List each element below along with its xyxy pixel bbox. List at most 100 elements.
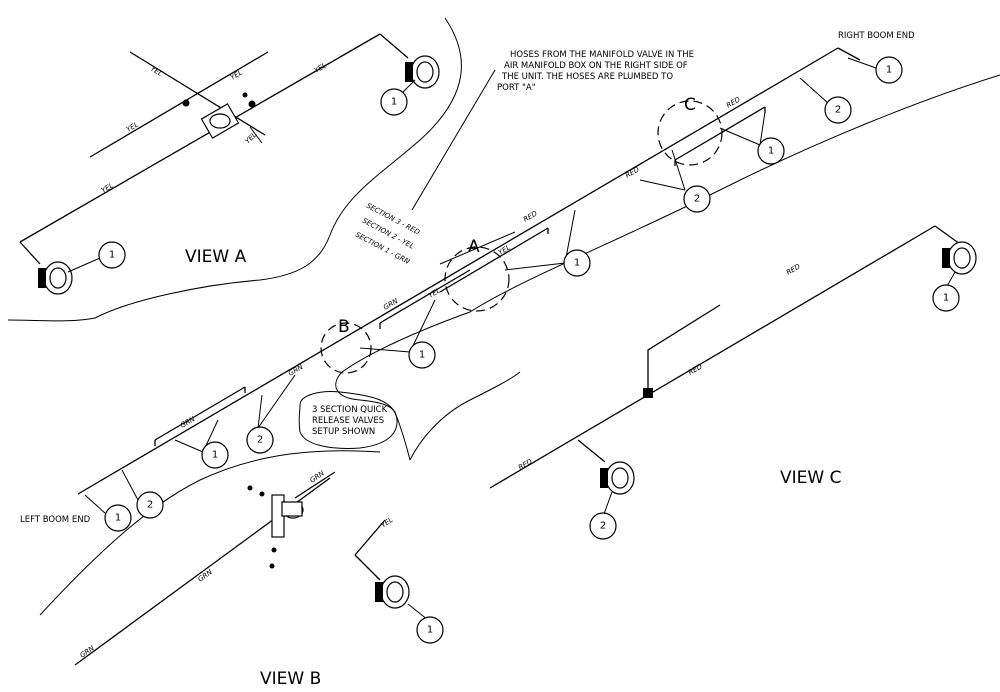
tee-fitting-icon	[643, 388, 653, 398]
section-bracket	[154, 386, 246, 441]
leader-line	[84, 494, 107, 515]
red-hose-branch	[647, 304, 721, 393]
leader-line	[847, 57, 877, 69]
hose-label: RED	[624, 165, 641, 180]
balloon-number: 1	[768, 146, 774, 157]
balloon-number: 1	[115, 513, 121, 524]
hose-label: GRN	[79, 644, 97, 660]
hoses-note-line: AIR MANIFOLD BOX ON THE RIGHT SIDE OF	[504, 61, 688, 71]
item-balloon	[563, 249, 591, 277]
detail-letter-c: C	[684, 95, 696, 115]
view-a-label: VIEW A	[185, 247, 247, 267]
detail-circle-a	[444, 246, 510, 312]
leader-line	[67, 257, 101, 273]
balloon-number: 1	[943, 293, 949, 304]
quick-release-note-line: RELEASE VALVES	[312, 416, 384, 426]
item-balloon	[408, 341, 436, 369]
brake-chamber-icon	[375, 575, 410, 609]
quick-release-valve-icon	[247, 485, 304, 569]
section-leader	[439, 231, 516, 265]
item-balloon	[875, 56, 903, 84]
leader-line	[639, 149, 686, 191]
item-balloon	[824, 96, 852, 124]
note-leader	[411, 69, 496, 211]
hose-label: YEL	[149, 65, 164, 78]
brake-chamber-icon	[38, 261, 73, 295]
balloon-number: 2	[694, 194, 700, 205]
view-b-label: VIEW B	[260, 669, 321, 689]
section-bracket	[674, 106, 766, 161]
balloon-number: 1	[212, 450, 218, 461]
yel-hose-end-right	[379, 33, 409, 59]
yel-hose-upper	[89, 51, 269, 158]
item-balloon	[104, 504, 132, 532]
brake-chamber-icon	[600, 461, 635, 495]
leader-line	[799, 77, 829, 104]
yel-hose-b	[354, 519, 386, 556]
left-boom-end-label: LEFT BOOM END	[20, 515, 91, 525]
item-balloon	[589, 512, 617, 540]
hoses-note-line: PORT "A"	[497, 83, 536, 93]
hose-label: GRN	[382, 297, 400, 312]
quick-release-note-line: 3 SECTION QUICK	[312, 405, 388, 415]
leader-line	[719, 111, 766, 146]
item-balloon	[683, 185, 711, 213]
hose-label: YEL	[229, 68, 244, 81]
leader-line	[121, 469, 139, 501]
balloon-number: 2	[257, 435, 263, 446]
item-balloon	[380, 88, 408, 116]
item-balloon	[98, 241, 126, 269]
item-balloon	[932, 284, 960, 312]
view-b-group: GRN GRN GRN YEL 1 VIEW B	[74, 469, 444, 689]
hoses-note: HOSES FROM THE MANIFOLD VALVE IN THE AIR…	[497, 50, 694, 93]
hose-label: YEL	[497, 243, 512, 256]
balloon-number: 1	[886, 65, 892, 76]
right-boom-end-label: RIGHT BOOM END	[838, 31, 915, 41]
hoses-note-line: HOSES FROM THE MANIFOLD VALVE IN THE	[510, 50, 694, 60]
hose-label: RED	[725, 95, 742, 110]
item-balloon	[246, 426, 274, 454]
manifold-valve-icon	[182, 92, 263, 144]
hose-label: YEL	[244, 131, 259, 146]
hose-label: RED	[522, 209, 539, 224]
detail-letter-b: B	[338, 317, 350, 337]
quick-release-bubble	[298, 391, 398, 449]
brake-chamber-icon	[405, 55, 440, 89]
hoses-note-line: THE UNIT. THE HOSES ARE PLUMBED TO	[501, 72, 673, 82]
detail-circle-b	[320, 322, 372, 374]
leader-line	[603, 491, 613, 515]
hose-label: YEL	[100, 181, 115, 194]
hose-label: GRN	[287, 363, 305, 378]
main-hose-end	[837, 47, 861, 61]
item-balloon	[136, 491, 164, 519]
section-bracket	[439, 227, 549, 293]
brake-chamber-icon	[942, 241, 977, 275]
balloon-number: 2	[835, 105, 841, 116]
view-b-boundary	[39, 450, 381, 616]
grn-hose-upper	[294, 471, 336, 499]
red-hose-main	[489, 225, 936, 489]
balloon-number: 1	[391, 97, 397, 108]
balloon-number: 1	[109, 250, 115, 261]
balloon-number: 1	[419, 350, 425, 361]
balloon-number: 2	[147, 500, 153, 511]
view-c-lower-boundary	[409, 371, 521, 461]
balloon-number: 2	[600, 521, 606, 532]
yel-hose-main	[19, 33, 381, 243]
view-c-group: RED RED RED 1 2 VIEW C	[489, 225, 977, 540]
section-bracket	[379, 269, 471, 324]
leader-line	[257, 374, 296, 429]
main-boom-group: GRN GRN GRN YEL YEL RED RED RED A B C SE…	[20, 31, 915, 532]
yel-hose-end-left	[19, 241, 41, 265]
hose-label: YEL	[380, 516, 395, 530]
hose-label: YEL	[313, 61, 328, 74]
view-a-boundary	[7, 17, 462, 322]
yel-hose-cross	[129, 51, 266, 136]
detail-letter-a: A	[468, 237, 480, 257]
view-c-label: VIEW C	[780, 468, 841, 488]
hose-label: RED	[517, 457, 534, 472]
hose-label: RED	[785, 262, 802, 277]
balloon-number: 1	[574, 258, 580, 269]
item-balloon	[757, 137, 785, 165]
